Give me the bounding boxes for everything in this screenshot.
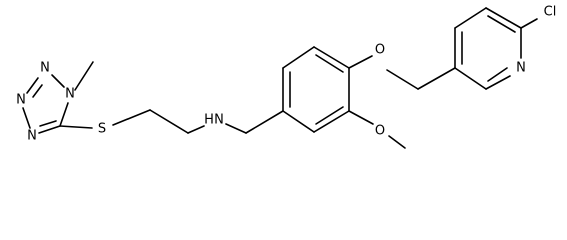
atom-o-ether: O xyxy=(375,43,385,58)
bond-c5-s xyxy=(59,125,93,129)
bond-ch2-benzene xyxy=(245,110,284,134)
bond-n1-c5 xyxy=(59,102,69,127)
atom-h-amine: H xyxy=(204,113,214,128)
bond-ch2-nh xyxy=(187,125,205,134)
bond-n2-n1 xyxy=(51,74,65,88)
bond-benz-5-6 xyxy=(313,110,350,133)
atom-o-methoxy: O xyxy=(375,124,385,139)
bond-c6-cl xyxy=(520,18,538,29)
atom-label-layer: Cl N O O H N S N N N N xyxy=(16,5,556,144)
bond-benz-5-6-inner xyxy=(315,106,344,125)
atom-n-tetrazole-3: N xyxy=(16,93,26,108)
bond-o-methyl xyxy=(388,135,406,149)
atom-n-amine: N xyxy=(214,113,224,128)
bond-pyr-c4-c5 xyxy=(454,7,487,29)
atom-cl: Cl xyxy=(544,5,557,20)
bond-pyr-c2-c3 xyxy=(454,67,487,90)
bond-benz-3-4 xyxy=(313,46,350,69)
bond-ch2-pyridine xyxy=(417,67,456,90)
atom-s-thioether: S xyxy=(98,122,106,137)
bond-layer xyxy=(22,7,538,149)
bond-o-ch2 xyxy=(386,69,419,90)
bond-benz-3-4-inner xyxy=(315,54,344,73)
bond-pyr-n-c2 xyxy=(485,75,511,90)
bond-benz-2-3 xyxy=(282,46,315,69)
bond-benz-o-methoxy xyxy=(348,110,374,125)
bond-n3-n2-double xyxy=(32,84,43,98)
bond-c5-n4 xyxy=(38,125,61,134)
bond-nh-ch2 xyxy=(225,123,247,134)
atom-n-tetrazole-1: N xyxy=(65,87,75,102)
atom-n-tetrazole-4: N xyxy=(27,129,37,144)
bond-n4-n3 xyxy=(22,107,31,129)
bond-pyr-c5-c6-inner xyxy=(487,15,516,33)
molecule-structure: Cl N O O H N S N N N N xyxy=(16,5,556,149)
bond-n3-n2 xyxy=(26,77,39,94)
bond-pyr-c5-c6 xyxy=(485,7,522,29)
bond-pyr-n-c2-inner xyxy=(487,67,508,82)
bond-n1-methyl xyxy=(74,61,94,91)
bond-benz-o-ether xyxy=(348,55,373,69)
atom-n-tetrazole-2: N xyxy=(40,61,50,76)
bond-s-ch2 xyxy=(112,109,151,126)
bond-benz-6-1 xyxy=(282,110,315,133)
bond-c5-n4-double xyxy=(39,120,57,127)
bond-ch2-ch2 xyxy=(149,109,189,134)
atom-n-pyridine: N xyxy=(516,61,526,76)
